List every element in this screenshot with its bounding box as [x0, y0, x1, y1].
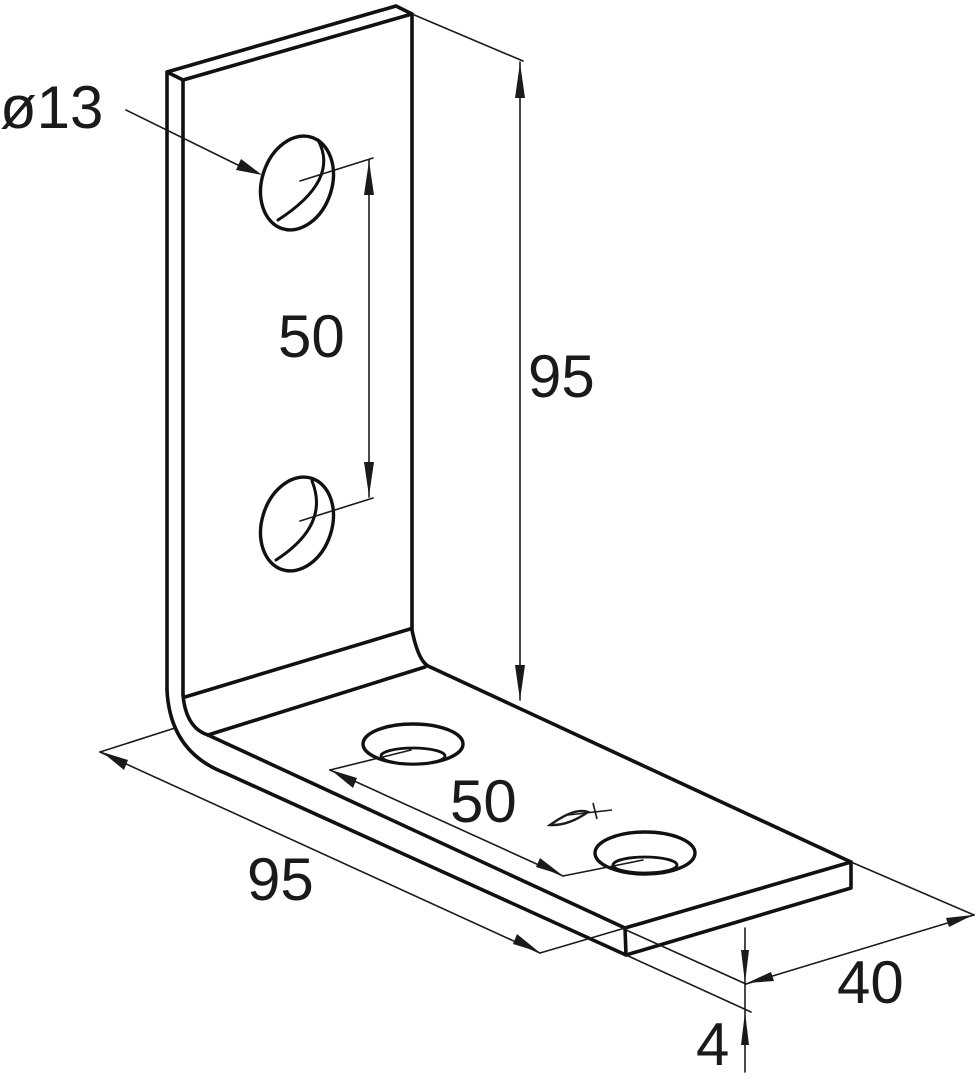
dimension-horizontal-hole-spacing: 50 [329, 749, 644, 877]
hole-vertical-upper [258, 134, 336, 232]
dimension-horizontal-length: 95 [99, 727, 626, 954]
vertical-height-label: 95 [528, 343, 595, 410]
dimension-width: 40 [625, 861, 975, 1016]
horizontal-leg [206, 664, 853, 957]
hole-diameter-label: ø13 [0, 74, 103, 141]
dimension-vertical-height: 95 [411, 13, 595, 701]
dimension-hole-diameter: ø13 [0, 74, 262, 175]
thickness-label: 4 [696, 1011, 729, 1078]
holes [258, 134, 697, 876]
bend [165, 628, 430, 775]
dimension-vertical-hole-spacing: 50 [278, 157, 374, 522]
hole-horizontal-front [593, 830, 697, 876]
horizontal-hole-spacing-label: 50 [450, 768, 517, 835]
hole-horizontal-back [361, 722, 465, 766]
horizontal-length-label: 95 [247, 846, 314, 913]
vertical-leg [165, 4, 414, 699]
hole-vertical-lower [258, 475, 336, 573]
dimension-thickness: 4 [625, 927, 752, 1078]
vertical-hole-spacing-label: 50 [278, 303, 345, 370]
width-label: 40 [837, 949, 904, 1016]
